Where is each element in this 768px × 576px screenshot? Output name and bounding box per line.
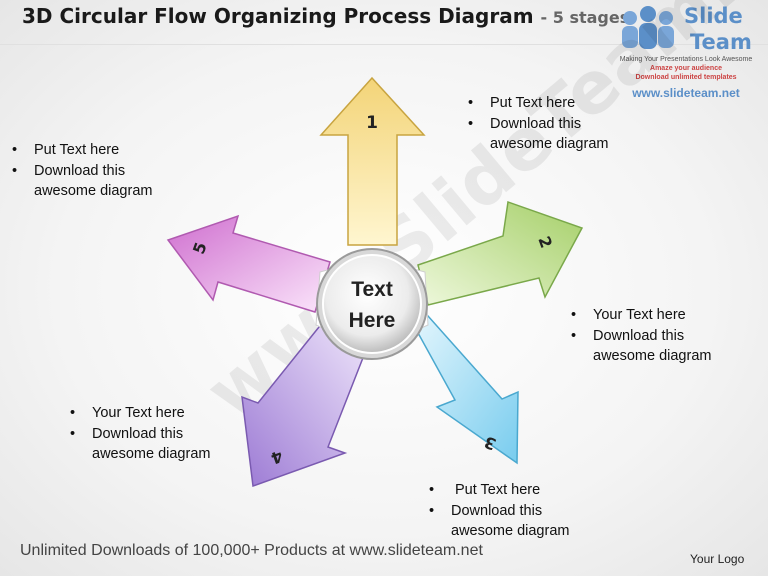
arrow-5: 5 xyxy=(166,214,331,313)
text-block-top-right-line3: awesome diagram xyxy=(490,136,609,152)
text-block-bottom-left-line2: Download this xyxy=(68,424,210,445)
logo-placeholder: Your Logo xyxy=(690,552,745,566)
text-block-top-left-line1: Put Text here xyxy=(10,140,152,161)
footer-text: Unlimited Downloads of 100,000+ Products… xyxy=(20,542,483,559)
text-block-bottom-line3: awesome diagram xyxy=(451,523,570,539)
title-text: 3D Circular Flow Organizing Process Diag… xyxy=(22,4,534,28)
text-block-bottom-left-line3: awesome diagram xyxy=(92,446,211,462)
text-block-bottom-left: Your Text here Download this awesome dia… xyxy=(68,403,210,465)
text-block-right-line2: Download this xyxy=(569,326,711,347)
text-block-right-line3: awesome diagram xyxy=(593,348,712,364)
arrow-1: 1 xyxy=(319,76,426,246)
arrow-1-number: 1 xyxy=(366,113,378,133)
text-block-top-left-line3: awesome diagram xyxy=(34,183,153,199)
text-block-top-left: Put Text here Download this awesome diag… xyxy=(10,140,152,202)
logo-url: www.slideteam.net xyxy=(632,86,740,100)
center-text-line1: Text xyxy=(351,278,393,301)
header-divider xyxy=(0,44,768,45)
center-hub: Text Here xyxy=(315,248,429,360)
logo-brand-line1: Slide xyxy=(684,4,743,28)
logo-tagline: Making Your Presentations Look Awesome xyxy=(619,56,753,63)
text-block-top-right-line1: Put Text here xyxy=(466,93,608,114)
text-block-bottom: Put Text here Download this awesome diag… xyxy=(427,480,569,542)
title-subtitle: - 5 stages xyxy=(540,8,630,27)
text-block-bottom-line1: Put Text here xyxy=(427,480,569,501)
logo-brand-line2: Team xyxy=(690,30,752,54)
slideteam-logo: Slide Team Making Your Presentations Loo… xyxy=(608,2,764,100)
text-block-right-line1: Your Text here xyxy=(569,305,711,326)
center-text-line2: Here xyxy=(349,309,396,332)
logo-promo-2: Download unlimited templates xyxy=(635,74,737,81)
arrow-4: 4 xyxy=(241,321,369,488)
logo-promo-1: Amaze your audience xyxy=(650,65,722,72)
arrow-3: 3 xyxy=(410,315,519,465)
people-icon xyxy=(622,6,674,49)
text-block-top-left-line2: Download this xyxy=(10,161,152,182)
text-block-bottom-left-line1: Your Text here xyxy=(68,403,210,424)
text-block-right: Your Text here Download this awesome dia… xyxy=(569,305,711,367)
page-title: 3D Circular Flow Organizing Process Diag… xyxy=(22,4,629,28)
text-block-top-right: Put Text here Download this awesome diag… xyxy=(466,93,608,155)
text-block-bottom-line2: Download this xyxy=(427,501,569,522)
text-block-top-right-line2: Download this xyxy=(466,114,608,135)
arrow-2: 2 xyxy=(417,200,584,306)
